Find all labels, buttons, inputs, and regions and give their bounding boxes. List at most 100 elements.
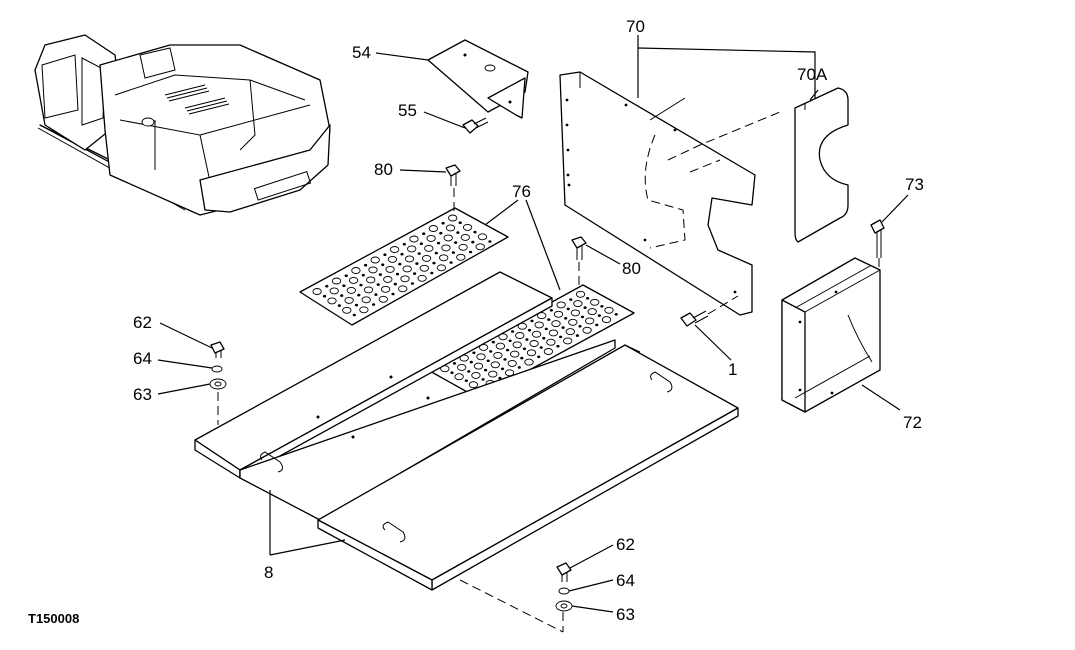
perforation-hole: [585, 317, 595, 325]
perforation-hole: [400, 275, 410, 283]
perforation-hole: [566, 307, 570, 311]
part-70-side-plate: [559, 71, 781, 316]
perforation-hole: [359, 283, 363, 287]
perforation-hole: [325, 284, 329, 288]
perforation-hole: [456, 231, 460, 234]
fastener-stack-bottom: [459, 562, 573, 633]
perforation-hole: [467, 370, 471, 373]
callout-73: 73: [905, 175, 924, 194]
callout-72: 72: [903, 413, 922, 432]
perforation-hole: [537, 312, 547, 320]
perforation-hole: [604, 306, 614, 314]
perforation-hole: [436, 241, 441, 245]
perforation-hole: [510, 330, 515, 333]
perforation-hole: [563, 337, 573, 345]
perforation-hole: [400, 252, 404, 256]
perforation-hole: [493, 351, 503, 359]
perforation-hole: [364, 263, 368, 267]
perforation-hole: [439, 254, 449, 262]
perforation-hole: [402, 265, 412, 273]
perforation-hole: [526, 349, 537, 357]
perforation-hole: [380, 285, 391, 293]
perforation-hole: [471, 240, 475, 244]
perforation-hole: [488, 370, 498, 378]
perforation-hole: [614, 313, 618, 316]
perforation-hole: [393, 282, 397, 286]
perforation-hole: [417, 274, 427, 282]
callout-55: 55: [398, 101, 417, 120]
perforation-hole: [522, 347, 527, 351]
perforation-hole: [503, 358, 507, 361]
perforation-hole: [469, 360, 473, 364]
perforation-hole: [402, 242, 406, 246]
part-55-bolt: [462, 117, 489, 134]
perforation-hole: [389, 246, 400, 253]
perforation-hole: [468, 381, 479, 389]
perforation-hole: [458, 221, 462, 224]
perforation-hole: [542, 336, 546, 340]
perforation-hole: [582, 326, 592, 334]
perforation-hole: [464, 379, 468, 383]
excavator-thumbnail: [34, 34, 331, 216]
perforation-hole: [473, 362, 484, 370]
perforation-hole: [409, 235, 419, 243]
perforation-hole: [564, 317, 568, 320]
perforation-hole: [476, 353, 486, 361]
perforation-hole: [486, 359, 490, 363]
callout-8: 8: [264, 563, 273, 582]
perforation-hole: [376, 283, 380, 286]
perforation-hole: [457, 363, 467, 371]
perforation-hole: [450, 371, 454, 375]
perforation-hole: [419, 242, 423, 245]
perforation-hole: [312, 288, 322, 295]
perforation-hole: [570, 309, 581, 317]
perforation-hole: [383, 275, 393, 283]
perforation-hole: [595, 323, 599, 327]
perforation-hole: [491, 340, 495, 344]
perforation-hole: [329, 287, 339, 295]
perforation-hole: [578, 325, 582, 328]
perforation-hole: [395, 272, 400, 276]
part-80-bolt-upper: [445, 164, 461, 212]
perforation-hole: [556, 301, 566, 309]
perforation-hole: [537, 355, 541, 359]
perforation-hole: [534, 321, 544, 329]
perforation-hole: [587, 308, 597, 316]
callout-80-top: 80: [374, 160, 393, 179]
perforation-hole: [527, 328, 532, 332]
perforation-hole: [575, 290, 586, 298]
perforation-hole: [346, 286, 356, 294]
part-70a-curved-panel: [794, 87, 849, 243]
perforation-hole: [344, 274, 348, 278]
perforation-hole: [366, 276, 376, 284]
perforation-hole: [342, 284, 346, 288]
perforation-hole: [374, 293, 378, 296]
perforation-hole: [490, 361, 500, 369]
perforation-hole: [445, 224, 456, 232]
perforation-hole: [568, 318, 578, 326]
perforation-hole: [385, 265, 395, 273]
perforation-hole: [583, 306, 587, 309]
perforation-hole: [498, 376, 502, 380]
perforation-hole: [525, 338, 529, 341]
callout-62-bottom: 62: [616, 535, 635, 554]
perforation-hole: [506, 348, 510, 352]
perforation-hole: [407, 245, 417, 253]
perforation-hole: [553, 310, 564, 318]
perforation-hole: [515, 332, 525, 339]
callout-54: 54: [352, 43, 371, 62]
perforation-hole: [352, 313, 356, 317]
part-80-bolt-mid: [571, 236, 587, 288]
perforation-hole: [436, 264, 447, 272]
perforation-hole: [340, 294, 344, 297]
perforation-hole: [504, 369, 515, 377]
callout-80-mid: 80: [622, 259, 641, 278]
perforation-hole: [488, 240, 492, 243]
perforation-hole: [378, 295, 388, 303]
perforation-hole: [454, 373, 464, 381]
perforation-hole: [422, 232, 426, 235]
perforation-hole: [472, 351, 476, 355]
fastener-stack-left: [209, 341, 227, 425]
perforation-hole: [546, 338, 556, 346]
